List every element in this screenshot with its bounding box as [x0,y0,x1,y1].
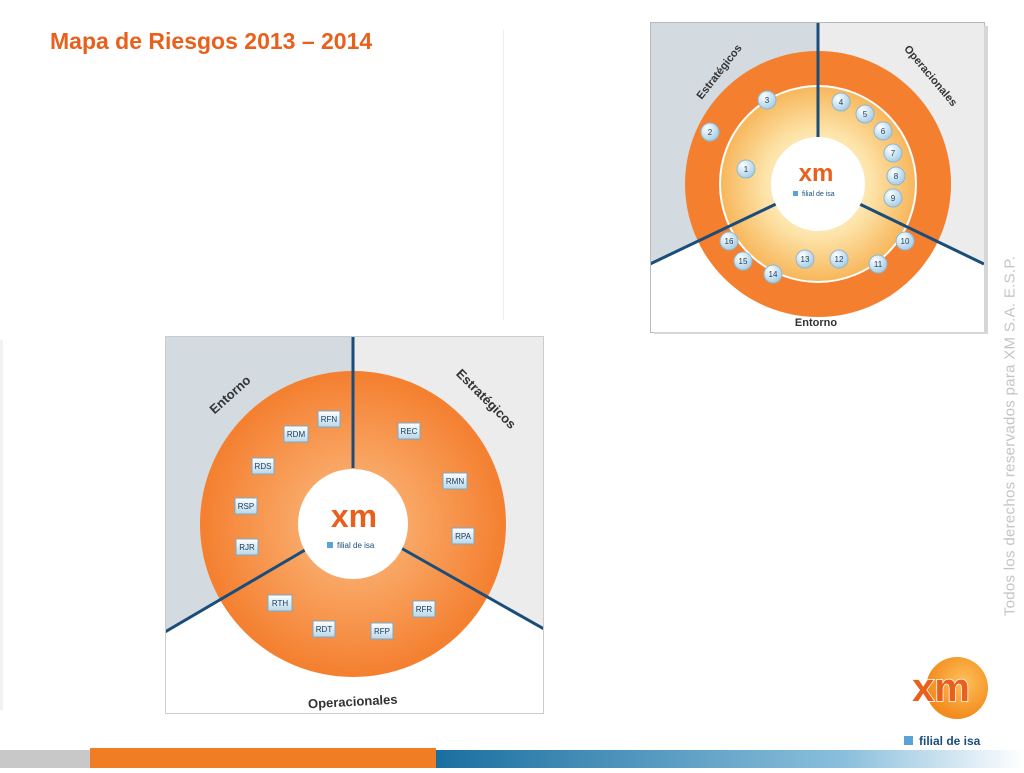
svg-text:12: 12 [835,255,844,264]
svg-text:RFP: RFP [374,627,390,636]
svg-text:5: 5 [863,110,868,119]
sector-line [400,546,544,631]
svg-text:15: 15 [739,257,748,266]
center-tag-square [793,191,798,196]
logo-brand: xm [912,666,970,710]
sector-label-entorno: Entorno [795,317,837,329]
center-tagline: filial de isa [802,191,835,198]
divider-line [0,340,3,710]
svg-text:RSP: RSP [238,502,254,511]
svg-text:RDS: RDS [255,462,272,471]
svg-text:RJR: RJR [239,543,255,552]
risk-map-2013: Estratégicos Operacionales Entorno xm fi… [650,22,990,334]
node-rth: RTH [267,594,293,612]
footer-color-bar [0,748,1024,768]
node-2: 2 [700,122,720,142]
logo-circle [926,657,988,719]
svg-text:16: 16 [725,237,734,246]
node-7: 7 [883,143,903,163]
node-rec: REC [397,422,421,440]
node-9: 9 [883,188,903,208]
svg-text:2: 2 [708,128,713,137]
svg-text:7: 7 [891,149,896,158]
svg-text:RTH: RTH [272,599,289,608]
center-brand: xm [799,160,834,187]
svg-text:14: 14 [769,270,778,279]
node-rfp: RFP [370,622,394,640]
svg-text:RMN: RMN [446,477,464,486]
node-14: 14 [763,264,783,284]
center-brand: xm [331,498,377,534]
svg-text:6: 6 [881,127,886,136]
logo-tagline: filial de isa [919,734,981,748]
svg-text:REC: REC [401,427,418,436]
node-rmn: RMN [442,472,468,490]
node-15: 15 [733,251,753,271]
svg-text:8: 8 [894,172,899,181]
node-1: 1 [736,159,756,179]
center-logo-circle [771,137,865,231]
svg-text:RDM: RDM [287,430,306,439]
center-logo-circle [298,469,408,579]
node-rjr: RJR [235,538,259,556]
svg-text:RPA: RPA [455,532,472,541]
svg-text:11: 11 [874,260,883,269]
logo-tag-square [904,736,913,745]
node-rdm: RDM [283,425,309,443]
node-rsp: RSP [234,497,258,515]
company-logo: xm filial de isa [895,655,995,750]
svg-text:9: 9 [891,194,896,203]
svg-text:RFN: RFN [321,415,338,424]
node-13: 13 [795,249,815,269]
node-rfn: RFN [317,410,341,428]
sector-label-operacionales: Operacionales [308,692,398,712]
node-rdt: RDT [312,620,336,638]
page-title: Mapa de Riesgos 2013 – 2014 [50,28,373,54]
node-4: 4 [831,92,851,112]
svg-text:4: 4 [839,98,844,107]
node-rpa: RPA [451,527,475,545]
node-rfr: RFR [412,600,436,618]
center-tag-square [327,542,333,548]
svg-text:RDT: RDT [316,625,333,634]
svg-text:3: 3 [765,96,770,105]
center-tagline: filial de isa [337,541,375,550]
node-6: 6 [873,121,893,141]
node-11: 11 [868,254,888,274]
node-rds: RDS [251,457,275,475]
copyright-notice: Todos los derechos reservados para XM S.… [1001,255,1019,617]
divider-line [503,30,504,320]
node-12: 12 [829,249,849,269]
node-5: 5 [855,104,875,124]
sector-line [165,548,306,634]
node-8: 8 [886,166,906,186]
node-16: 16 [719,231,739,251]
svg-text:1: 1 [744,165,749,174]
node-3: 3 [757,90,777,110]
risk-map-2014: Entorno Estratégicos Operacionales xm fi… [165,336,547,716]
svg-text:13: 13 [801,255,810,264]
svg-text:RFR: RFR [416,605,433,614]
svg-text:10: 10 [901,237,910,246]
node-10: 10 [895,231,915,251]
